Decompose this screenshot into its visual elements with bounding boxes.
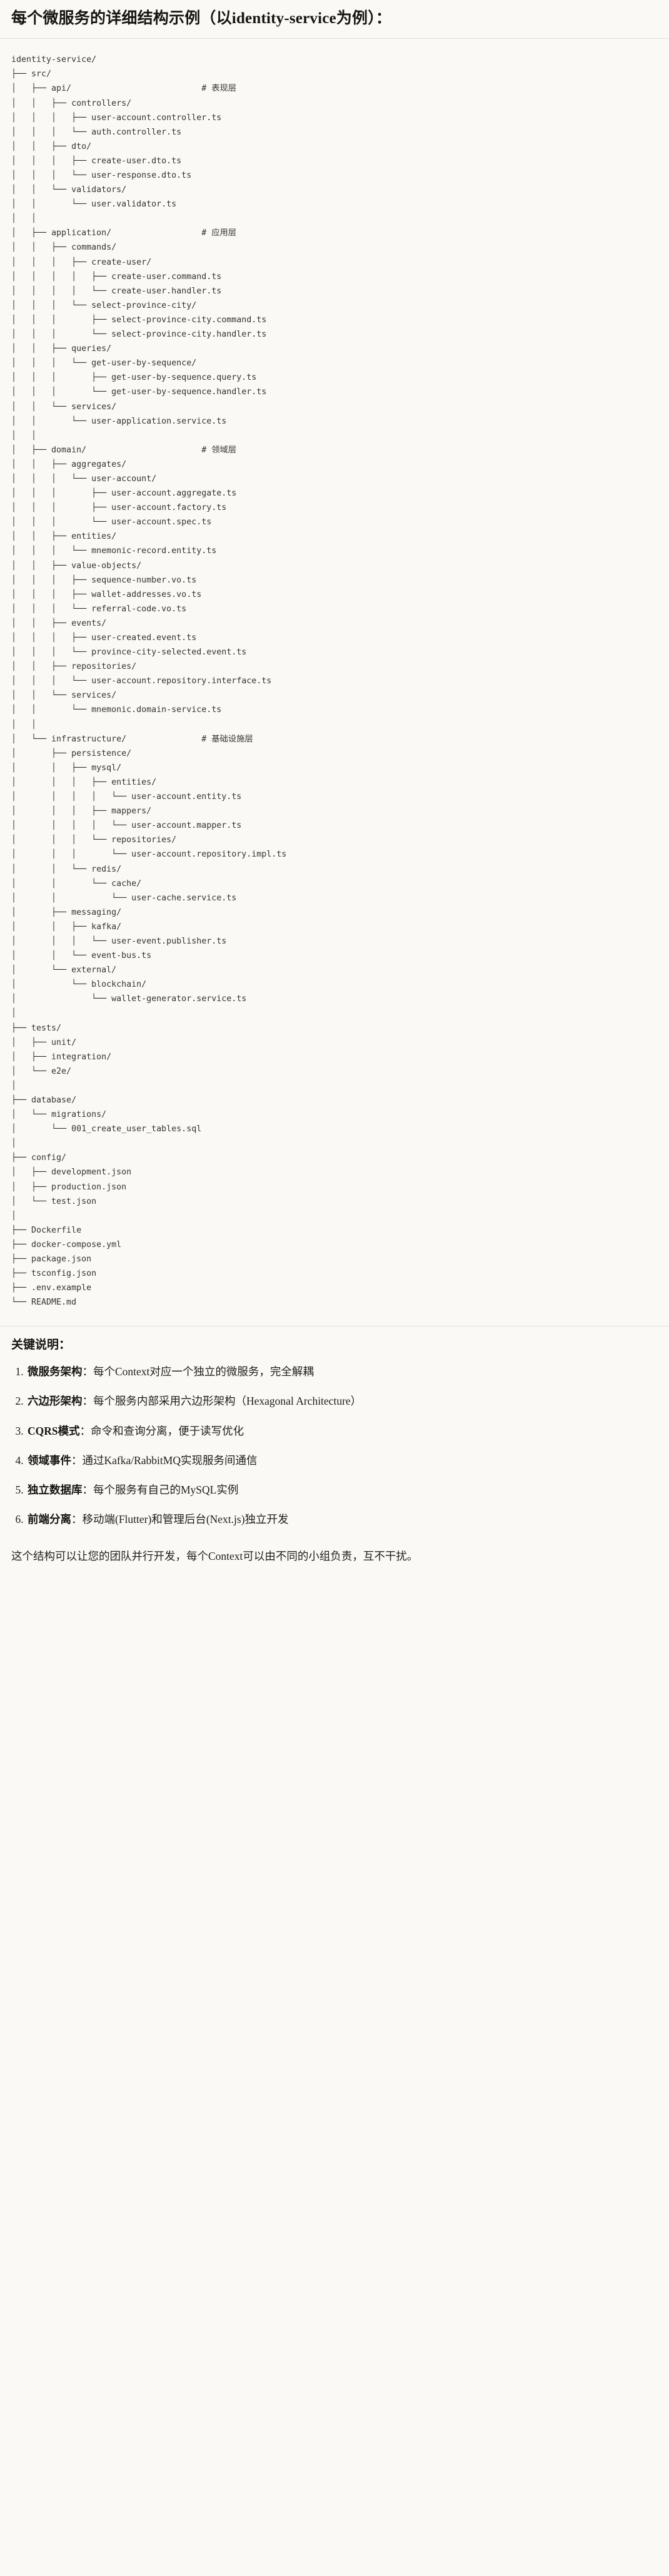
key-separator: ： <box>82 1484 94 1497</box>
key-term: CQRS模式 <box>28 1424 80 1437</box>
key-separator: ： <box>71 1513 83 1526</box>
key-points-list: 微服务架构：每个Context对应一个独立的微服务，完全解耦 六边形架构：每个服… <box>11 1363 658 1528</box>
key-description: 每个服务有自己的MySQL实例 <box>93 1484 239 1497</box>
closing-paragraph: 这个结构可以让您的团队并行开发，每个Context可以由不同的小组负责，互不干扰… <box>11 1549 418 1562</box>
document-page: 每个微服务的详细结构示例（以identity-service为例）： ident… <box>0 0 669 1581</box>
key-term: 独立数据库 <box>28 1484 83 1497</box>
heading-divider <box>0 38 669 39</box>
key-description: 命令和查询分离，便于读写优化 <box>91 1424 244 1437</box>
directory-tree: identity-service/ ├── src/ │ ├── api/ # … <box>11 55 287 1308</box>
key-description: 移动端(Flutter)和管理后台(Next.js)独立开发 <box>82 1513 289 1526</box>
list-item: 微服务架构：每个Context对应一个独立的微服务，完全解耦 <box>26 1363 658 1380</box>
list-item: 独立数据库：每个服务有自己的MySQL实例 <box>26 1482 658 1498</box>
key-separator: ： <box>71 1453 83 1467</box>
list-item: 前端分离：移动端(Flutter)和管理后台(Next.js)独立开发 <box>26 1511 658 1527</box>
key-separator: ： <box>82 1395 94 1408</box>
list-item: 领域事件：通过Kafka/RabbitMQ实现服务间通信 <box>26 1452 658 1469</box>
key-description: 每个Context对应一个独立的微服务，完全解耦 <box>93 1365 314 1378</box>
key-separator: ： <box>79 1424 91 1437</box>
list-item: CQRS模式：命令和查询分离，便于读写优化 <box>26 1423 658 1439</box>
page-title: 每个微服务的详细结构示例（以identity-service为例）： <box>11 10 392 27</box>
key-term: 领域事件 <box>28 1453 71 1467</box>
directory-tree-block: identity-service/ ├── src/ │ ├── api/ # … <box>0 39 669 1321</box>
key-points-section: 关键说明： 微服务架构：每个Context对应一个独立的微服务，完全解耦 六边形… <box>0 1326 669 1534</box>
key-description: 通过Kafka/RabbitMQ实现服务间通信 <box>82 1453 258 1467</box>
list-item: 六边形架构：每个服务内部采用六边形架构（Hexagonal Architectu… <box>26 1393 658 1409</box>
key-separator: ： <box>82 1365 94 1378</box>
key-term: 前端分离 <box>28 1513 71 1526</box>
key-description: 每个服务内部采用六边形架构（Hexagonal Architecture） <box>93 1395 362 1408</box>
key-points-title: 关键说明： <box>11 1338 71 1352</box>
key-term: 六边形架构 <box>28 1395 83 1408</box>
key-term: 微服务架构 <box>28 1365 83 1378</box>
